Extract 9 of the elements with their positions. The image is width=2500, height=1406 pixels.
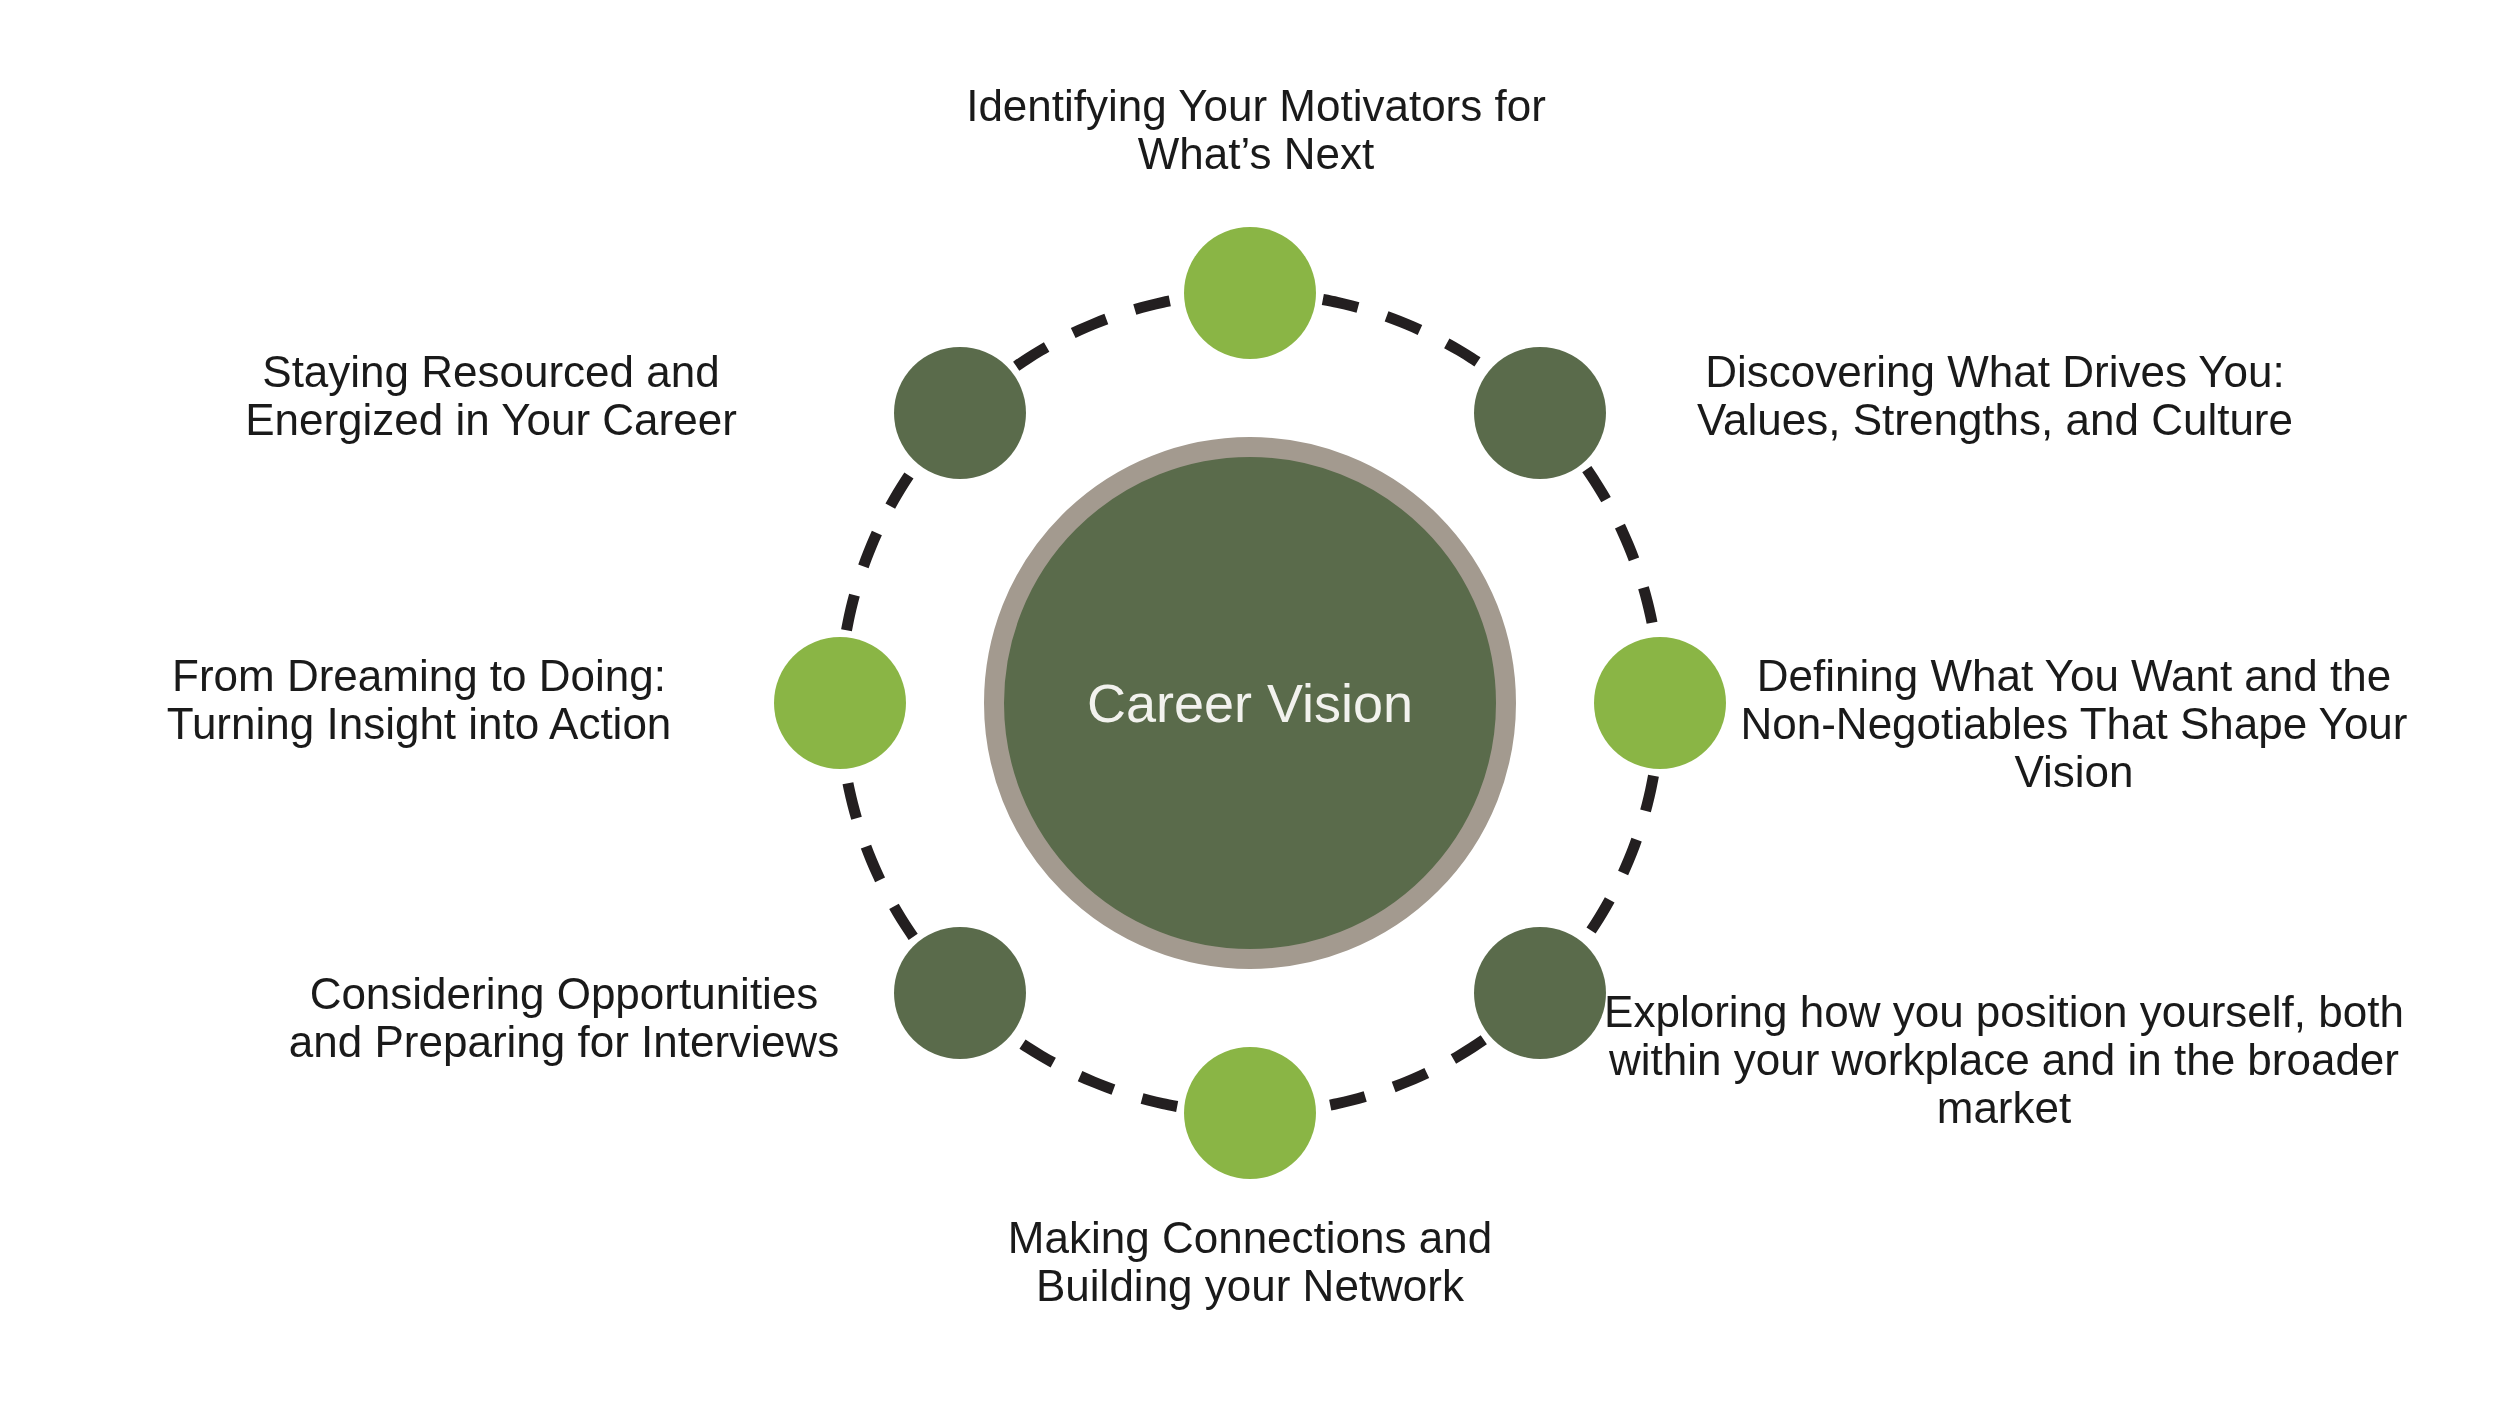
step-label: From Dreaming to Doing: Turning Insight into Action <box>165 652 673 748</box>
step-label: Identifying Your Motivators for What’s Next <box>965 82 1547 178</box>
step-label: Defining What You Want and the Non-Negotiables That Shape Your Vision <box>1739 652 2409 796</box>
step-label: Staying Resourced and Energized in Your Career <box>244 348 738 444</box>
step-label: Discovering What Drives You: Values, Strengths, and Culture <box>1696 348 2294 444</box>
step-label: Considering Opportunities and Preparing for Interviews <box>287 970 841 1066</box>
step-label: Exploring how you position yourself, both within your workplace and in the broader market <box>1603 988 2405 1132</box>
step-label: Making Connections and Building your Network <box>1006 1214 1494 1310</box>
center-title: Career Vision <box>1086 672 1414 734</box>
